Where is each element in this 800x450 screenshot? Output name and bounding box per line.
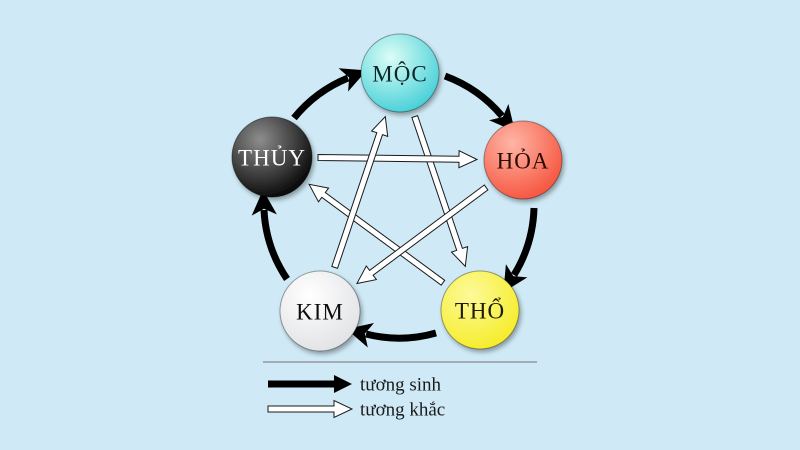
legend-khac-arrow	[267, 399, 354, 419]
sinh-cycle-arrows	[251, 68, 538, 348]
legend-sinh-label: tương sinh	[360, 375, 442, 396]
sinh-arrow-kim-thuy	[251, 189, 290, 281]
khac-arrow-tho-thuy	[308, 183, 446, 286]
legend-arrows	[267, 375, 354, 419]
legend: tương sinh tương khắc	[263, 361, 537, 421]
element-circle-hoa	[483, 120, 563, 200]
element-label-tho: THỔ	[455, 298, 505, 324]
element-node-moc: MỘC	[360, 33, 440, 113]
khac-cycle-arrows	[308, 114, 489, 286]
element-node-thuy: THỦY	[231, 116, 313, 198]
element-circle-tho	[440, 270, 520, 350]
element-circle-kim	[279, 270, 361, 352]
khac-arrow-kim-moc	[331, 115, 389, 270]
element-node-hoa: HỎA	[483, 120, 563, 200]
element-node-kim: KIM	[279, 270, 361, 352]
element-label-hoa: HỎA	[497, 149, 550, 174]
element-label-thuy: THỦY	[238, 146, 306, 171]
khac-arrow-hoa-kim	[355, 184, 489, 285]
sinh-arrow-moc-hoa	[443, 72, 515, 132]
element-label-moc: MỘC	[372, 61, 427, 87]
sinh-arrow-thuy-moc	[291, 68, 367, 121]
legend-sinh-arrow	[268, 375, 352, 393]
element-circle-thuy	[231, 116, 313, 198]
element-node-tho: THỔ	[440, 270, 520, 350]
sinh-arrow-hoa-tho	[503, 207, 538, 293]
sinh-arrow-tho-kim	[346, 323, 437, 348]
legend-khac-label: tương khắc	[360, 400, 445, 421]
element-circle-moc	[360, 33, 440, 113]
element-label-kim: KIM	[296, 300, 344, 325]
khac-arrow-moc-tho	[411, 114, 469, 268]
khac-arrow-thuy-hoa	[317, 149, 479, 169]
